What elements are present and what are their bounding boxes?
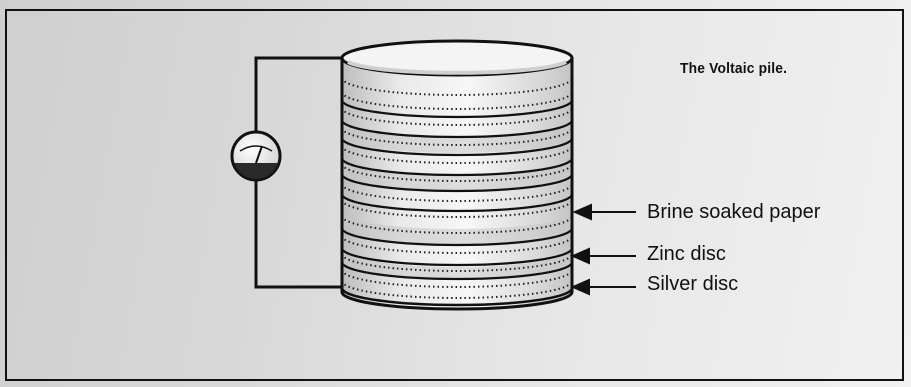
label-brine-soaked-paper: Brine soaked paper (647, 201, 821, 223)
paper-edge (341, 280, 573, 299)
paper-edge (341, 183, 573, 202)
figure-border (5, 9, 904, 381)
paper-band (342, 250, 572, 279)
disc-rim (340, 173, 574, 193)
disc-rim (340, 227, 574, 247)
disc-rim (340, 157, 574, 177)
disc-rim (340, 247, 574, 267)
paper-edge (341, 77, 573, 96)
figure-title: The Voltaic pile. (680, 60, 788, 77)
disc-rim (340, 119, 574, 139)
arrow-zinc (570, 247, 636, 265)
paper-band (342, 212, 572, 245)
paper-band (342, 158, 572, 191)
disc-rim (340, 99, 574, 119)
cylinder-pile (340, 39, 574, 311)
disc-rim (340, 193, 574, 213)
paper-edge (341, 145, 573, 164)
paper-edge (341, 253, 573, 272)
disc-layers (340, 77, 574, 307)
paper-edge (341, 107, 573, 126)
top-wire (254, 56, 342, 131)
arrow-silver (570, 278, 636, 296)
paper-edge (341, 199, 573, 218)
cylinder-top (340, 39, 574, 77)
label-silver-disc: Silver disc (647, 273, 739, 295)
paper-edge (341, 215, 573, 234)
disc-rim (340, 287, 574, 307)
paper-edge (341, 91, 573, 110)
paper-edge (341, 127, 573, 146)
disc-rim (340, 261, 574, 281)
voltmeter-icon (230, 130, 282, 182)
paper-edge (341, 235, 573, 254)
disc-rim (340, 137, 574, 157)
bottom-wire (254, 181, 342, 289)
paper-edge (341, 163, 573, 182)
paper-edge (341, 269, 573, 288)
paper-band (342, 120, 572, 153)
label-zinc-disc: Zinc disc (647, 243, 726, 265)
arrow-brine (572, 203, 636, 221)
